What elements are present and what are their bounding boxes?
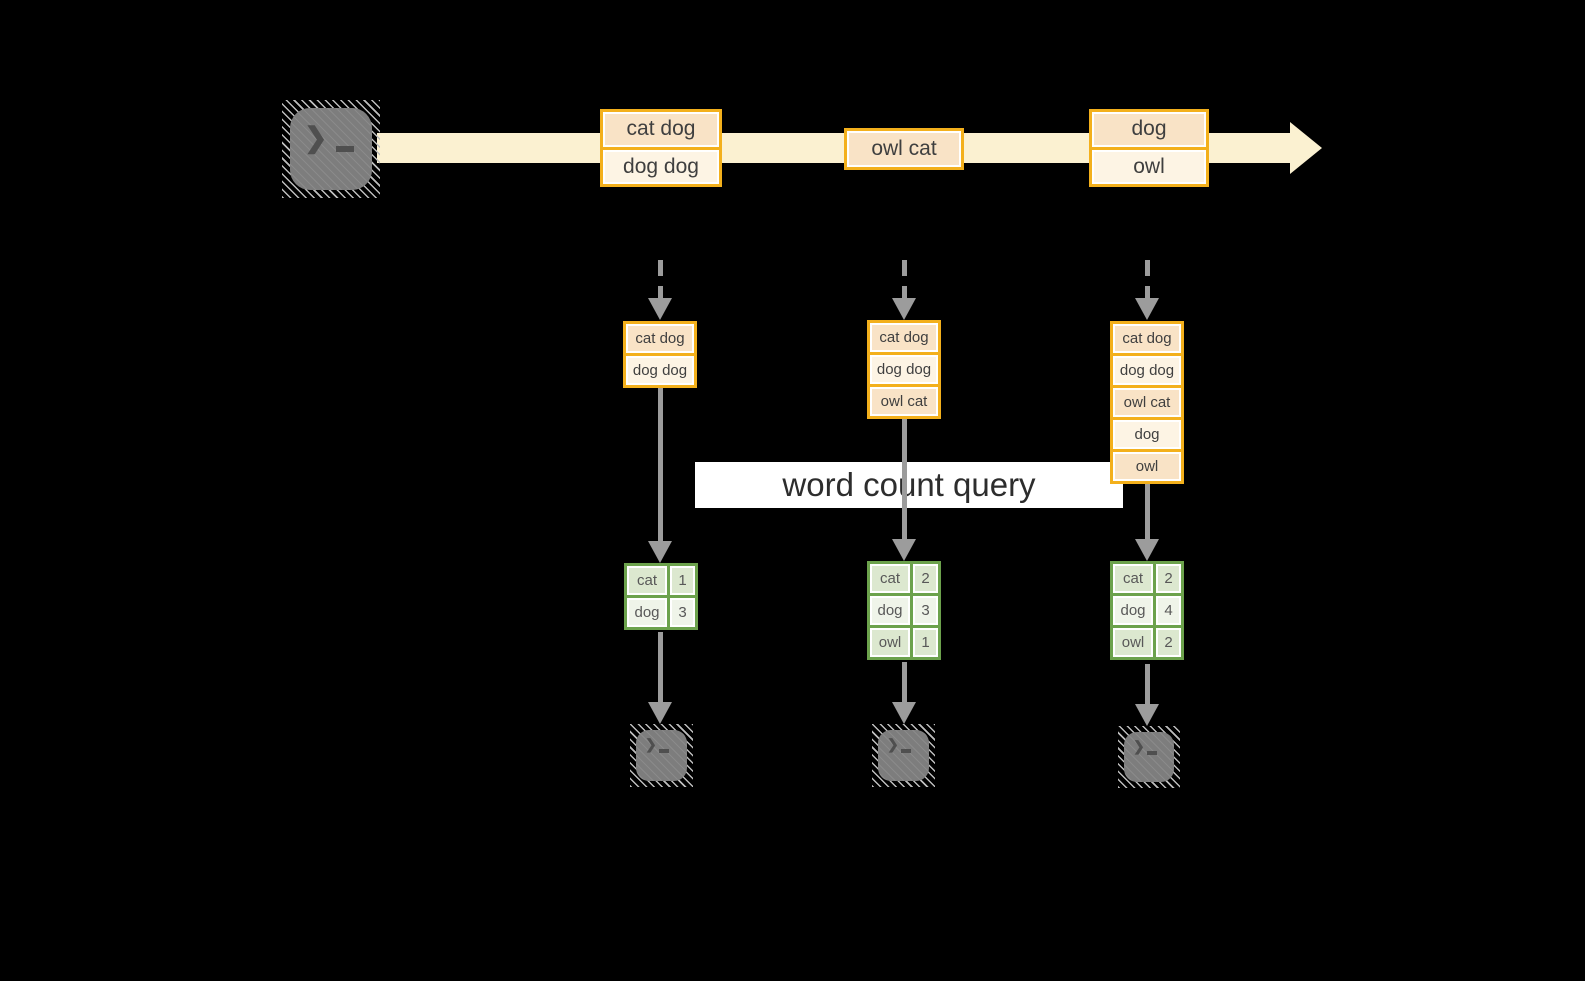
buffer-record: cat dog xyxy=(1113,324,1181,353)
terminal-prompt-icon: ❯ xyxy=(304,122,328,153)
terminal-cursor-icon xyxy=(1147,751,1157,755)
count-word: owl xyxy=(870,628,910,657)
buffer-record: dog dog xyxy=(870,355,938,384)
output-terminal-icon-2: ❯ xyxy=(872,724,935,787)
buffer-record: dog dog xyxy=(626,356,694,385)
terminal-prompt-icon: ❯ xyxy=(887,736,899,752)
count-table-1: cat 1 dog 3 xyxy=(624,563,698,630)
count-word: dog xyxy=(870,596,910,625)
buffer-record: dog dog xyxy=(1113,356,1181,385)
query-arrow-icon xyxy=(892,419,916,561)
dashed-arrow-icon xyxy=(892,260,916,320)
count-value: 4 xyxy=(1156,596,1181,625)
event-box-3: dog owl xyxy=(1089,109,1209,187)
buffer-box-3: cat dog dog dog owl cat dog owl xyxy=(1110,321,1184,484)
count-value: 3 xyxy=(670,598,695,627)
query-label: word count query xyxy=(782,466,1036,503)
output-arrow-icon xyxy=(892,662,916,724)
terminal-icon-body: ❯ xyxy=(1124,732,1174,782)
count-word: cat xyxy=(870,564,910,593)
source-terminal-icon: ❯ xyxy=(282,100,380,198)
query-band: word count query xyxy=(695,462,1123,508)
buffer-box-1: cat dog dog dog xyxy=(623,321,697,388)
output-terminal-icon-3: ❯ xyxy=(1118,726,1180,788)
count-value: 2 xyxy=(1156,564,1181,593)
buffer-record: owl cat xyxy=(870,387,938,416)
count-word: dog xyxy=(1113,596,1153,625)
terminal-icon-body: ❯ xyxy=(636,730,687,781)
buffer-record: cat dog xyxy=(870,323,938,352)
event-box-2: owl cat xyxy=(844,128,964,170)
output-terminal-icon-1: ❯ xyxy=(630,724,693,787)
stream-arrowhead-icon xyxy=(1290,122,1322,174)
count-word: cat xyxy=(1113,564,1153,593)
count-value: 1 xyxy=(913,628,938,657)
terminal-prompt-icon: ❯ xyxy=(645,736,657,752)
output-arrow-icon xyxy=(1135,664,1159,726)
dashed-arrow-icon xyxy=(1135,260,1159,320)
terminal-cursor-icon xyxy=(336,146,354,152)
buffer-record: owl cat xyxy=(1113,388,1181,417)
dashed-arrow-icon xyxy=(648,260,672,320)
event-record: cat dog xyxy=(603,112,719,147)
query-arrow-icon xyxy=(1135,483,1159,561)
terminal-icon-body: ❯ xyxy=(878,730,929,781)
count-value: 1 xyxy=(670,566,695,595)
query-arrow-icon xyxy=(648,388,672,563)
count-table-2: cat 2 dog 3 owl 1 xyxy=(867,561,941,660)
buffer-record: owl xyxy=(1113,452,1181,481)
terminal-cursor-icon xyxy=(901,749,911,753)
count-table-3: cat 2 dog 4 owl 2 xyxy=(1110,561,1184,660)
event-record: owl xyxy=(1092,149,1206,184)
terminal-prompt-icon: ❯ xyxy=(1133,738,1145,754)
terminal-icon-body: ❯ xyxy=(290,108,372,190)
count-word: cat xyxy=(627,566,667,595)
count-value: 2 xyxy=(1156,628,1181,657)
buffer-box-2: cat dog dog dog owl cat xyxy=(867,320,941,419)
terminal-cursor-icon xyxy=(659,749,669,753)
count-value: 2 xyxy=(913,564,938,593)
buffer-record: dog xyxy=(1113,420,1181,449)
event-record: dog xyxy=(1092,112,1206,147)
buffer-record: cat dog xyxy=(626,324,694,353)
count-word: owl xyxy=(1113,628,1153,657)
count-value: 3 xyxy=(913,596,938,625)
event-box-1: cat dog dog dog xyxy=(600,109,722,187)
event-record: dog dog xyxy=(603,149,719,184)
event-record: owl cat xyxy=(847,131,961,167)
count-word: dog xyxy=(627,598,667,627)
output-arrow-icon xyxy=(648,632,672,724)
